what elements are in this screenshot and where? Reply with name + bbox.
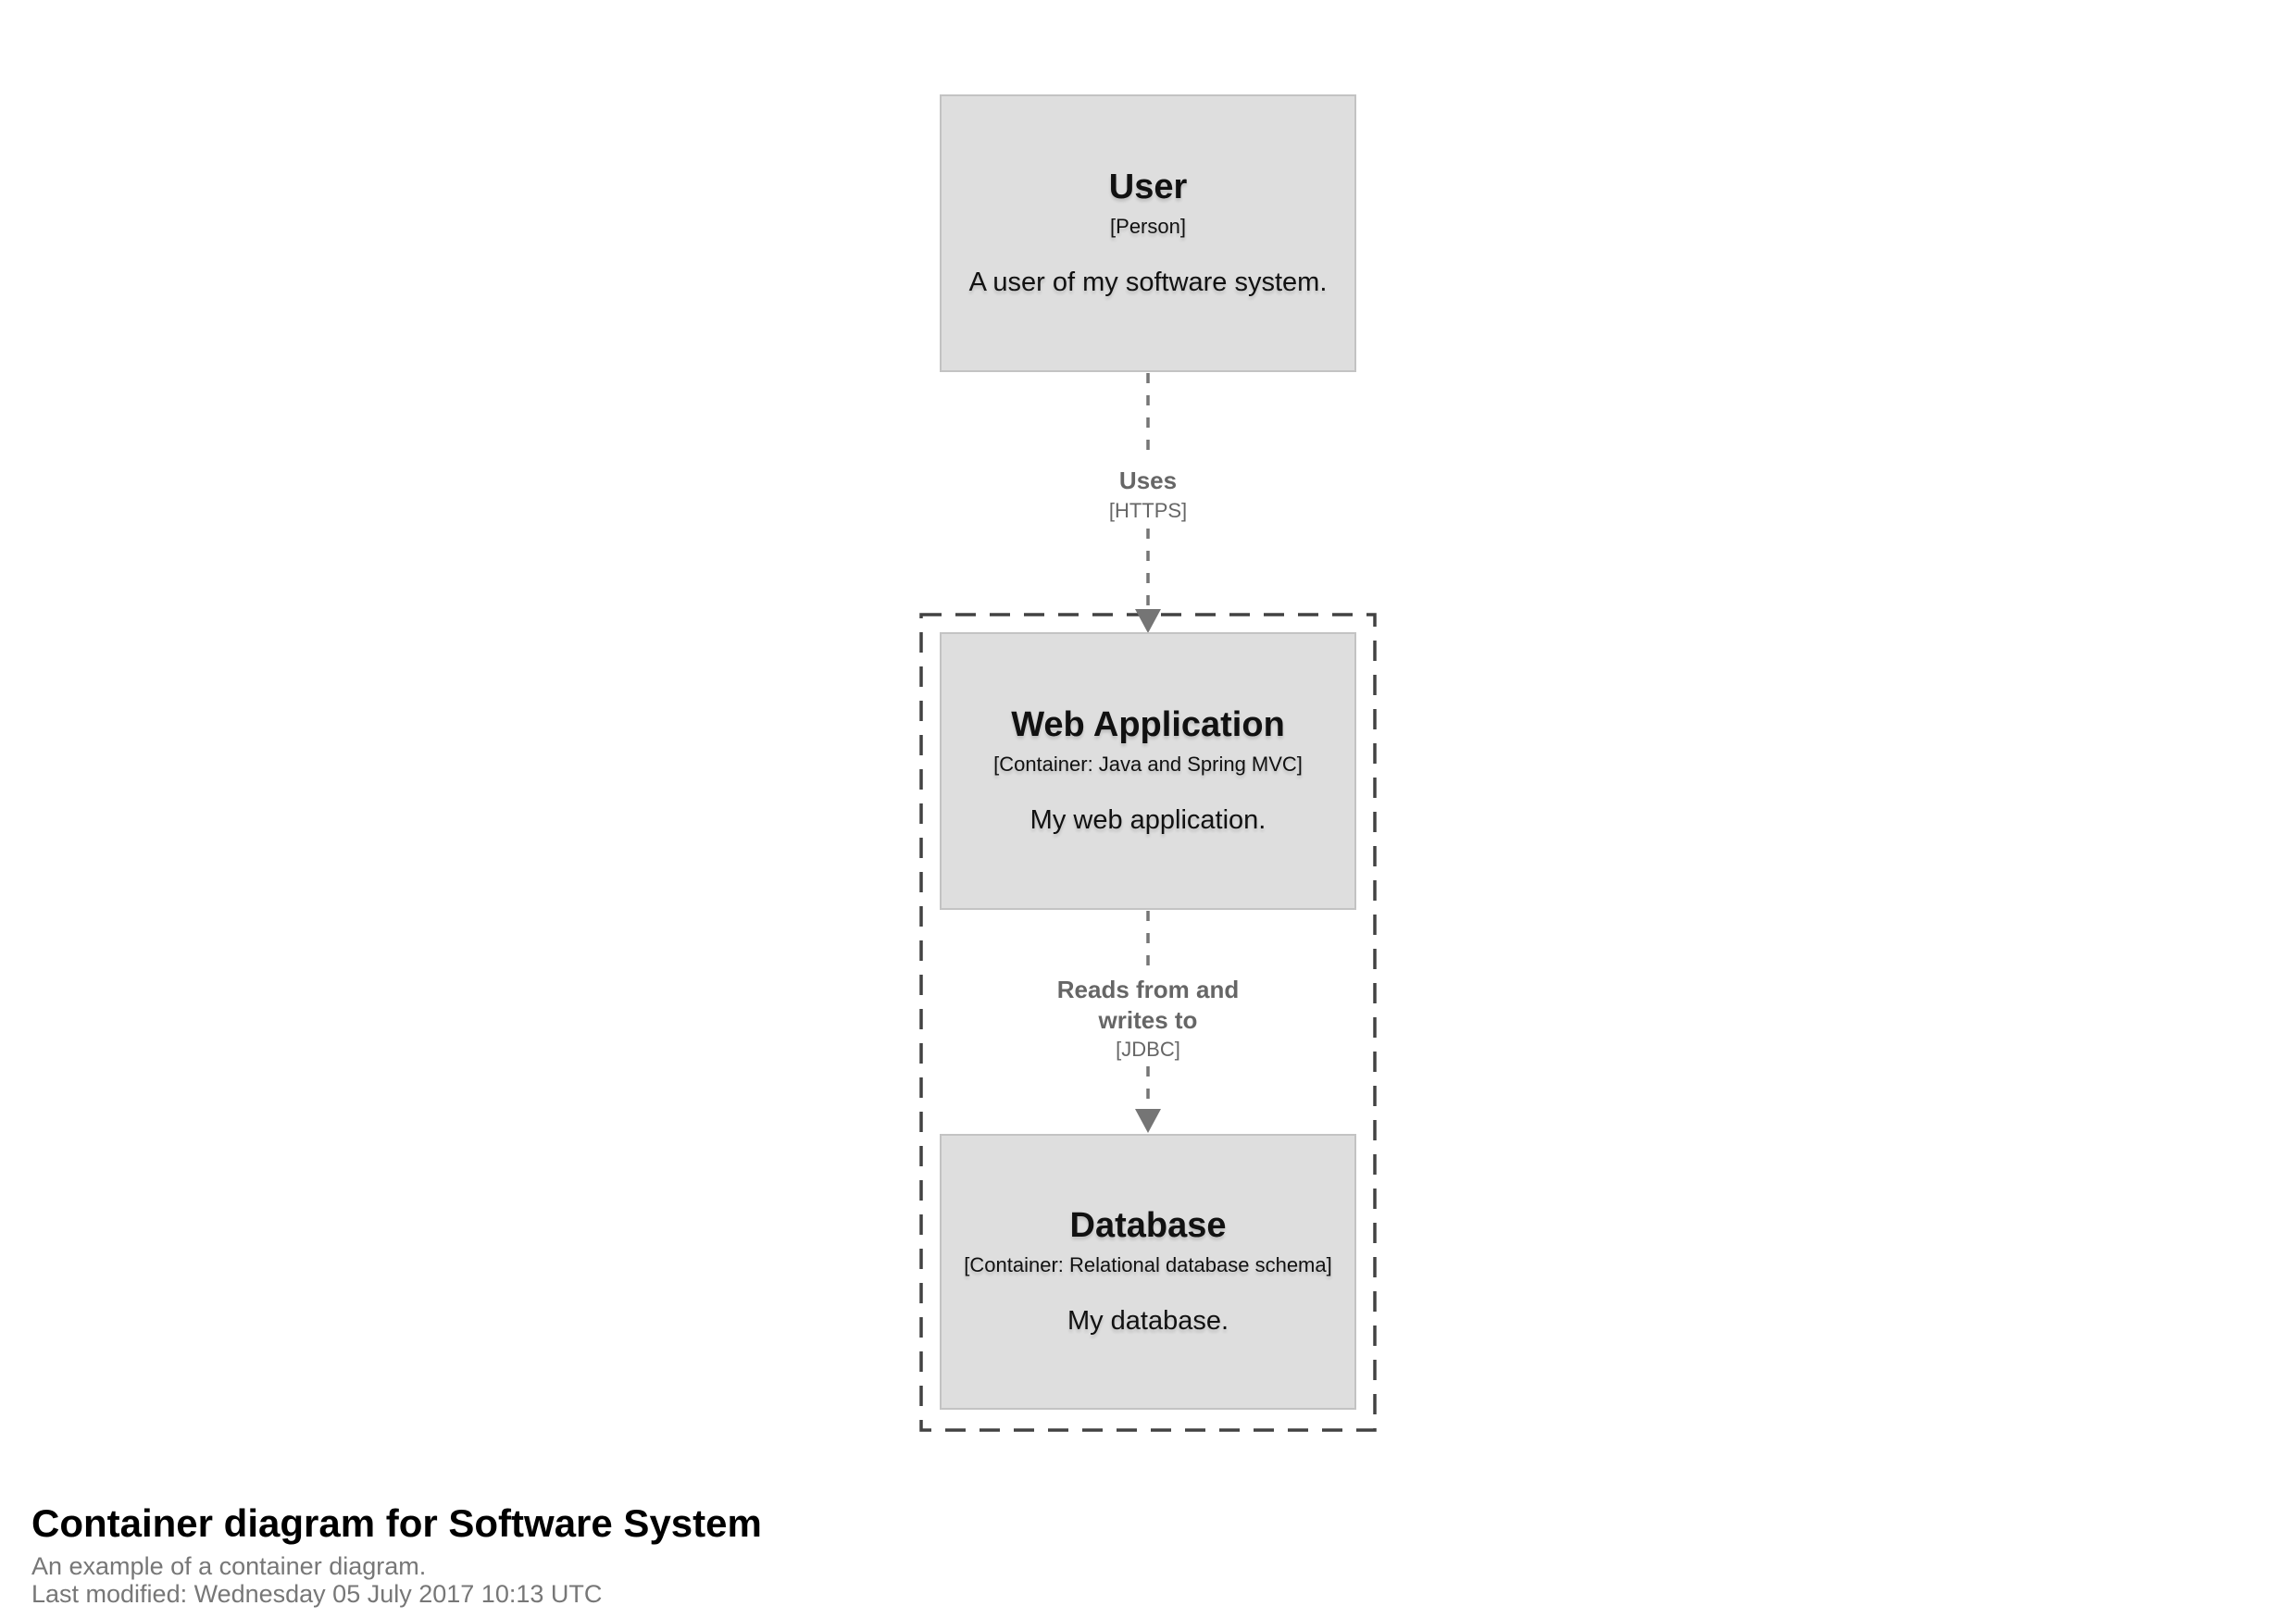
software-system-boundary [919, 613, 1377, 1432]
diagram-last-modified: Last modified: Wednesday 05 July 2017 10… [31, 1580, 603, 1609]
diagram-footer: Container diagram for Software System An… [31, 1501, 762, 1608]
relationship-name: Uses [1118, 467, 1178, 494]
node-database: Database [Container: Relational database… [940, 1134, 1356, 1410]
relationship-technology: [HTTPS] [1108, 498, 1188, 522]
node-title: Web Application [1011, 704, 1285, 744]
node-description: My database. [1067, 1305, 1229, 1336]
node-description: A user of my software system. [968, 267, 1328, 297]
node-description: My web application. [1029, 804, 1267, 835]
node-meta: [Container: Java and Spring MVC] [993, 752, 1303, 776]
relationship-label-reads-writes: Reads from and writes to [JDBC] [1032, 971, 1264, 1066]
node-meta: [Person] [1110, 214, 1186, 238]
node-title: Database [1069, 1205, 1227, 1245]
node-title: User [1108, 167, 1188, 206]
arrowhead-reads-writes-icon [1135, 1109, 1161, 1133]
diagram-subtitle: An example of a container diagram. [31, 1552, 427, 1581]
node-user: User [Person] A user of my software syst… [940, 94, 1356, 372]
relationship-technology: [JDBC] [1116, 1038, 1180, 1061]
node-web-application: Web Application [Container: Java and Spr… [940, 632, 1356, 910]
diagram-title: Container diagram for Software System [31, 1501, 762, 1545]
arrowhead-uses-icon [1135, 609, 1161, 633]
relationship-name: Reads from and writes to [1056, 976, 1240, 1034]
node-meta: [Container: Relational database schema] [964, 1252, 1332, 1276]
relationship-label-uses: Uses [HTTPS] [1099, 462, 1197, 527]
